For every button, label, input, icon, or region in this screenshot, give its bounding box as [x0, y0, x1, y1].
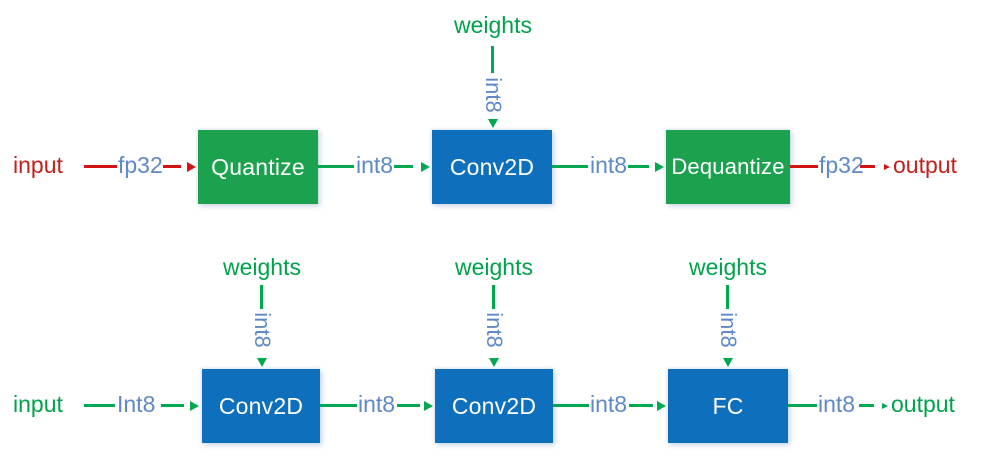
node-fc: FC: [668, 369, 788, 443]
top-input-dtype-label: fp32: [118, 152, 163, 178]
edge-line: [320, 404, 357, 407]
arrowhead-down-icon: [257, 358, 267, 367]
bottom-input-label: input: [13, 391, 63, 417]
weights-dtype-label-3: int8: [716, 312, 741, 348]
arrowhead-icon: [884, 164, 890, 170]
arrowhead-icon: [190, 401, 199, 411]
node-conv2d-top: Conv2D: [432, 130, 552, 204]
node-label: Dequantize: [671, 154, 785, 179]
node-label: Quantize: [211, 153, 305, 180]
edge-line: [859, 404, 874, 407]
node-dequantize: Dequantize: [666, 130, 790, 204]
edge-line: [394, 165, 413, 168]
weights-edge-line: [260, 285, 263, 309]
arrowhead-icon: [655, 162, 664, 172]
edge-line: [790, 165, 818, 168]
edge-line: [161, 404, 184, 407]
arrowhead-down-icon: [489, 358, 499, 367]
edge-line: [318, 165, 354, 168]
arrowhead-icon: [882, 403, 888, 409]
arrowhead-icon: [424, 401, 433, 411]
edge-line: [163, 165, 181, 168]
edge-line: [628, 165, 649, 168]
node-label: Conv2D: [218, 392, 304, 419]
edge-line: [84, 404, 115, 407]
weights-edge-line: [491, 46, 494, 73]
edge-line: [629, 404, 653, 407]
top-weights-dtype-label: int8: [481, 77, 506, 113]
top-output-label: output: [893, 152, 957, 178]
bottom-edge1-dtype-label: int8: [358, 391, 396, 417]
weights-edge-line: [726, 285, 729, 309]
edge-line: [553, 404, 589, 407]
arrowhead-icon: [187, 162, 196, 172]
bottom-input-dtype-label: Int8: [117, 391, 156, 417]
top-weights-label: weights: [454, 12, 532, 38]
top-edge2-dtype-label: int8: [590, 152, 628, 178]
node-conv2d-2: Conv2D: [435, 369, 553, 443]
node-conv2d-1: Conv2D: [202, 369, 320, 443]
weights-dtype-label-2: int8: [482, 312, 507, 348]
node-label: FC: [712, 392, 744, 419]
weights-label-2: weights: [455, 254, 533, 280]
arrowhead-down-icon: [723, 358, 733, 367]
top-output-dtype-label: fp32: [819, 152, 864, 178]
edge-line: [552, 165, 588, 168]
arrowhead-icon: [421, 162, 430, 172]
node-label: Conv2D: [449, 153, 535, 180]
edge-line: [788, 404, 817, 407]
bottom-output-label: output: [891, 391, 955, 417]
weights-label-1: weights: [223, 254, 301, 280]
arrowhead-icon: [657, 401, 666, 411]
bottom-edge2-dtype-label: int8: [590, 391, 628, 417]
top-edge1-dtype-label: int8: [356, 152, 394, 178]
bottom-output-dtype-label: int8: [818, 391, 856, 417]
node-quantize: Quantize: [198, 130, 318, 204]
node-label: Conv2D: [451, 392, 537, 419]
arrowhead-down-icon: [488, 119, 498, 128]
edge-line: [397, 404, 420, 407]
weights-label-3: weights: [689, 254, 767, 280]
edge-line: [84, 165, 117, 168]
edge-line: [860, 165, 875, 168]
weights-edge-line: [492, 285, 495, 309]
weights-dtype-label-1: int8: [250, 312, 275, 348]
top-input-label: input: [13, 152, 63, 178]
